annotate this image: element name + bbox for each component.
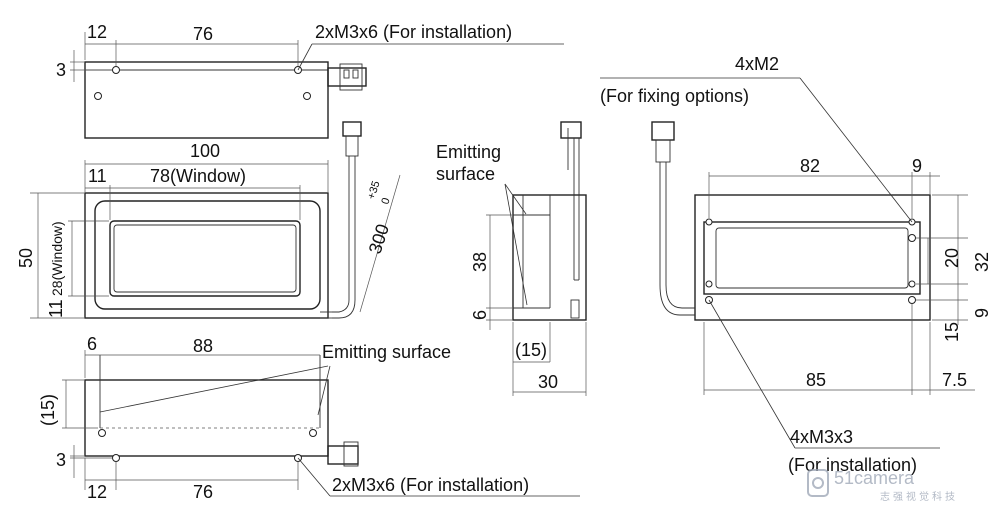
top-connector xyxy=(327,67,367,87)
bottom-view: 6 88 (15) 3 12 76 Emitting surface 2xM3x… xyxy=(38,334,580,502)
watermark: 51camera 志强视觉科技 xyxy=(807,468,958,503)
rear-plate xyxy=(703,221,921,295)
front-view: 100 11 78(Window) 50 28(Window) 11 300 +… xyxy=(16,121,401,319)
rear-m3-callout-1: 4xM3x3 xyxy=(790,427,853,447)
rear-m2-hole-1 xyxy=(705,218,713,226)
top-view: 12 76 3 2xM3x6 (For installation) xyxy=(56,22,564,139)
front-window xyxy=(109,220,301,297)
top-dim-12: 12 xyxy=(87,22,107,42)
front-dim-window-height: 28(Window) xyxy=(49,221,65,296)
top-dim-3: 3 xyxy=(56,60,66,80)
rear-dim-15: 15 xyxy=(942,322,962,342)
side-dim-30: 30 xyxy=(538,372,558,392)
front-dim-cable-300: 300 xyxy=(365,221,393,256)
side-emitting-label-1: Emitting xyxy=(436,142,501,162)
front-dim-50: 50 xyxy=(16,248,36,268)
rear-dim-7-5: 7.5 xyxy=(942,370,967,390)
side-dim-38: 38 xyxy=(470,252,490,272)
front-frame xyxy=(94,200,321,310)
bottom-connector xyxy=(327,445,359,465)
front-dim-100: 100 xyxy=(190,141,220,161)
rear-dim-82: 82 xyxy=(800,156,820,176)
bottom-dim-12: 12 xyxy=(87,482,107,502)
bottom-hole-left xyxy=(98,429,106,437)
rear-dim-9-top: 9 xyxy=(912,156,922,176)
bottom-dim-76: 76 xyxy=(193,482,213,502)
watermark-logo-icon xyxy=(807,469,829,497)
rear-view: 82 9 20 32 15 9 85 7.5 4xM2 (For fixing … xyxy=(600,54,992,475)
side-view-body xyxy=(512,194,587,321)
rear-dim-32: 32 xyxy=(972,252,992,272)
side-dim-15: (15) xyxy=(515,340,547,360)
rear-dim-85: 85 xyxy=(806,370,826,390)
bottom-dim-6: 6 xyxy=(87,334,97,354)
rear-m2-callout-2: (For fixing options) xyxy=(600,86,749,106)
bottom-view-body xyxy=(84,379,329,457)
rear-m3-hole-3 xyxy=(908,234,916,242)
side-view: Emitting surface 38 6 (15) 30 xyxy=(436,121,587,396)
rear-connector xyxy=(651,121,675,141)
front-dim-tol-lower: 0 xyxy=(379,196,392,206)
bottom-dim-88: 88 xyxy=(193,336,213,356)
front-dim-tol-upper: +35 xyxy=(365,179,382,200)
rear-m2-callout-1: 4xM2 xyxy=(735,54,779,74)
bottom-dim-3: 3 xyxy=(56,450,66,470)
watermark-tagline: 志强视觉科技 xyxy=(880,490,958,503)
rear-m2-hole-4 xyxy=(908,280,916,288)
bottom-emitting-label: Emitting surface xyxy=(322,342,451,362)
front-view-body xyxy=(84,192,329,319)
top-hole-lower-right xyxy=(303,92,311,100)
bottom-hole-callout: 2xM3x6 (For installation) xyxy=(332,475,529,495)
top-hole-callout: 2xM3x6 (For installation) xyxy=(315,22,512,42)
side-emitting-label-2: surface xyxy=(436,164,495,184)
rear-m3-hole-2 xyxy=(908,296,916,304)
rear-view-body xyxy=(694,194,931,321)
bottom-dim-15: (15) xyxy=(38,394,58,426)
front-dim-window-width: 78(Window) xyxy=(150,166,246,186)
front-dim-11-bottom: 11 xyxy=(46,299,66,318)
rear-dim-20: 20 xyxy=(942,248,962,268)
top-hole-lower-left xyxy=(94,92,102,100)
top-hole-left xyxy=(112,66,120,74)
top-view-body xyxy=(84,61,329,139)
rear-m2-hole-3 xyxy=(705,280,713,288)
rear-dim-9-right: 9 xyxy=(972,308,992,318)
watermark-brand: 51camera xyxy=(834,468,915,488)
bottom-hole-right xyxy=(309,429,317,437)
top-dim-76: 76 xyxy=(193,24,213,44)
bottom-hole-lower-left xyxy=(112,454,120,462)
side-connector xyxy=(560,121,582,139)
side-dim-6: 6 xyxy=(470,310,490,320)
cable-connector xyxy=(342,121,362,137)
front-dim-11: 11 xyxy=(88,166,107,186)
